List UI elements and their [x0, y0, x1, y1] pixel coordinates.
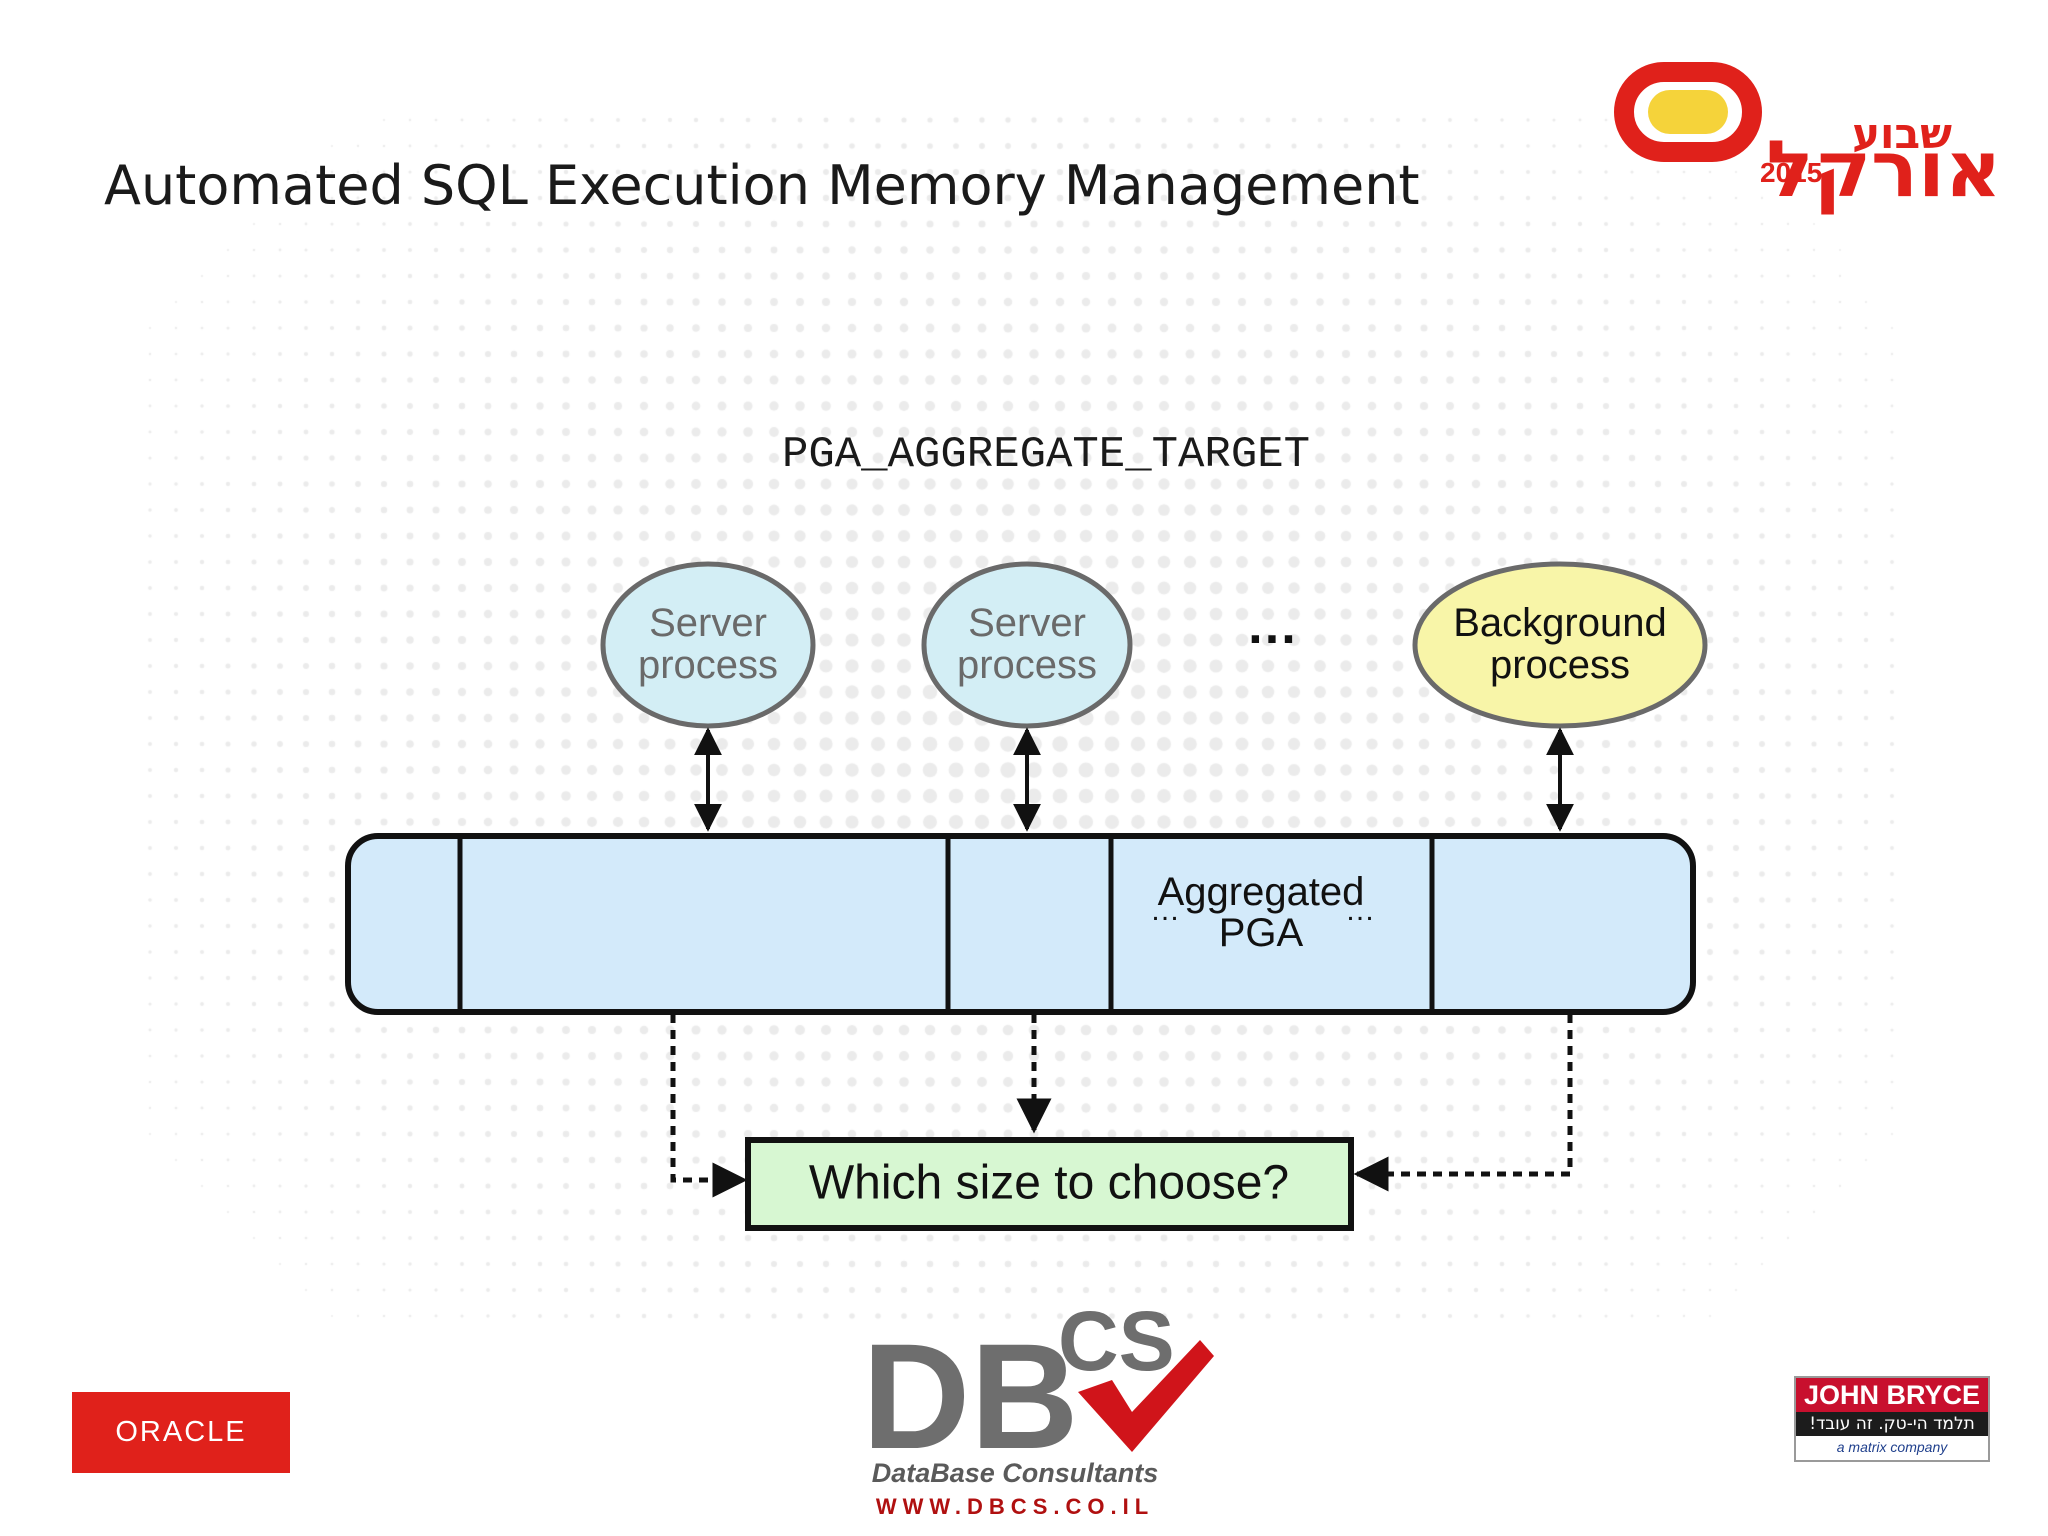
pga-ellipsis-right: … — [1345, 894, 1375, 927]
dbcs-url: WWW.DBCS.CO.IL — [875, 1494, 1155, 1519]
process-shape — [1412, 561, 1708, 729]
process-label-line2: process — [638, 643, 778, 687]
process-label-line1: Server — [968, 601, 1086, 645]
dbcs-logo: DB CS — [862, 1294, 1214, 1480]
process-ellipsis: … — [1246, 597, 1298, 655]
question-label: Which size to choose? — [809, 1157, 1289, 1210]
process-server-2: Server process — [921, 561, 1133, 729]
pga-label-line2: PGA — [1219, 911, 1304, 955]
dbcs-logo-letters: DB — [862, 1312, 1079, 1480]
process-shape — [600, 561, 816, 729]
logo-hebrew-top: שבוע — [1852, 109, 1952, 158]
logo-inner-shape — [1648, 90, 1728, 134]
pga-aggregate-target-label: PGA_AGGREGATE_TARGET — [782, 430, 1310, 480]
logo-hebrew-main: אורקל — [1766, 125, 2001, 215]
process-server-1: Server process — [600, 561, 816, 729]
logo-year: 2015 — [1760, 157, 1822, 188]
question-box-shape — [745, 1137, 1354, 1231]
oracle-logo: ORACLE — [72, 1392, 290, 1473]
slide-title: Automated SQL Execution Memory Managemen… — [104, 154, 1420, 217]
process-label-line1: Server — [649, 601, 767, 645]
pga-left-dashed-arrow — [670, 1014, 748, 1198]
dbcs-tagline: DataBase Consultants — [871, 1458, 1159, 1488]
logo-ring-shape — [1614, 62, 1762, 162]
pga-ellipsis-left: … — [1150, 894, 1180, 927]
john-bryce-subtitle: a matrix company — [1836, 1439, 1948, 1455]
pga-bar-shape — [345, 833, 1696, 1015]
oracle-logo-text: ORACLE — [115, 1416, 247, 1448]
oracle-week-2015-logo: 2015 שבוע אורקל — [1614, 62, 2002, 215]
pga-label-line1: Aggregated — [1158, 870, 1365, 914]
dbcs-check-icon — [1078, 1340, 1214, 1452]
process-shape — [921, 561, 1133, 729]
aggregated-pga-bar: Aggregated PGA … … — [345, 833, 1696, 1015]
john-bryce-logo: JOHN BRYCE תלמד הי-טק. זה עובד! a matrix… — [1794, 1376, 1990, 1462]
process-label-line2: process — [1490, 643, 1630, 687]
john-bryce-name: JOHN BRYCE — [1796, 1378, 1988, 1412]
process-label-line2: process — [957, 643, 1097, 687]
pga-right-dashed-arrow — [1353, 1014, 1573, 1192]
john-bryce-hebrew-slogan: תלמד הי-טק. זה עובד! — [1796, 1412, 1988, 1436]
dbcs-logo-superscript: CS — [1058, 1294, 1175, 1388]
process-background: Background process — [1412, 561, 1708, 729]
process-label-line1: Background — [1453, 601, 1666, 645]
question-box: Which size to choose? — [745, 1137, 1354, 1231]
